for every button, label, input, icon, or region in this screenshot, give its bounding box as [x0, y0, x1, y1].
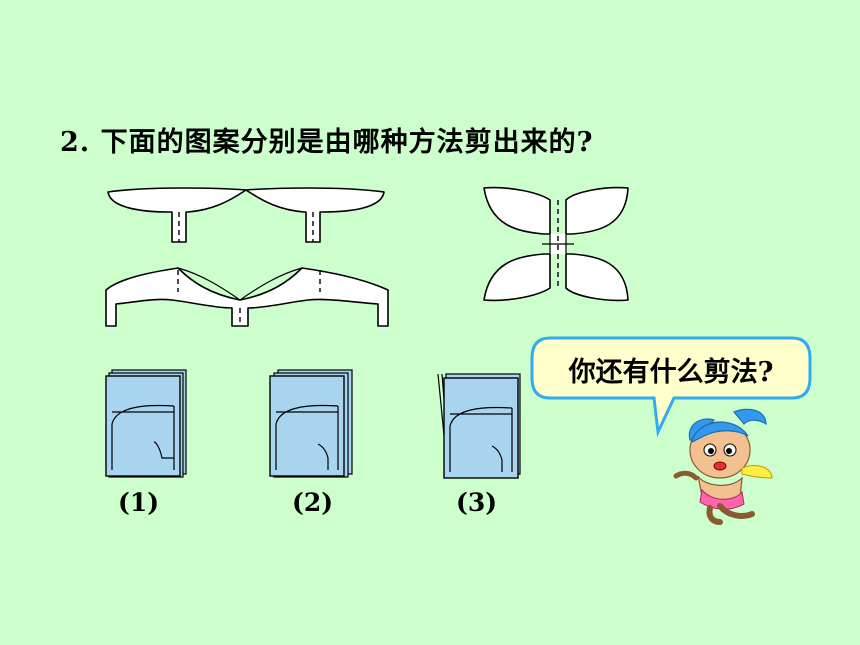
fold-label-2: (2) [292, 488, 334, 517]
fold-label-1: (1) [118, 488, 160, 517]
cartoon-girl-icon [673, 408, 773, 525]
paper-cut-pattern-four-leaf [483, 186, 629, 302]
folded-paper-3 [437, 373, 521, 479]
folded-paper-1 [105, 369, 187, 478]
speech-bubble: 你还有什么剪法? [528, 336, 818, 438]
question-title: 2. 下面的图案分别是由哪种方法剪出来的? [60, 127, 594, 158]
folded-paper-2 [269, 369, 353, 478]
paper-cut-pattern-top-row [107, 187, 385, 243]
speech-bubble-text: 你还有什么剪法? [568, 357, 774, 388]
fold-label-3: (3) [456, 488, 498, 517]
paper-cut-pattern-bottom-row [105, 267, 389, 327]
